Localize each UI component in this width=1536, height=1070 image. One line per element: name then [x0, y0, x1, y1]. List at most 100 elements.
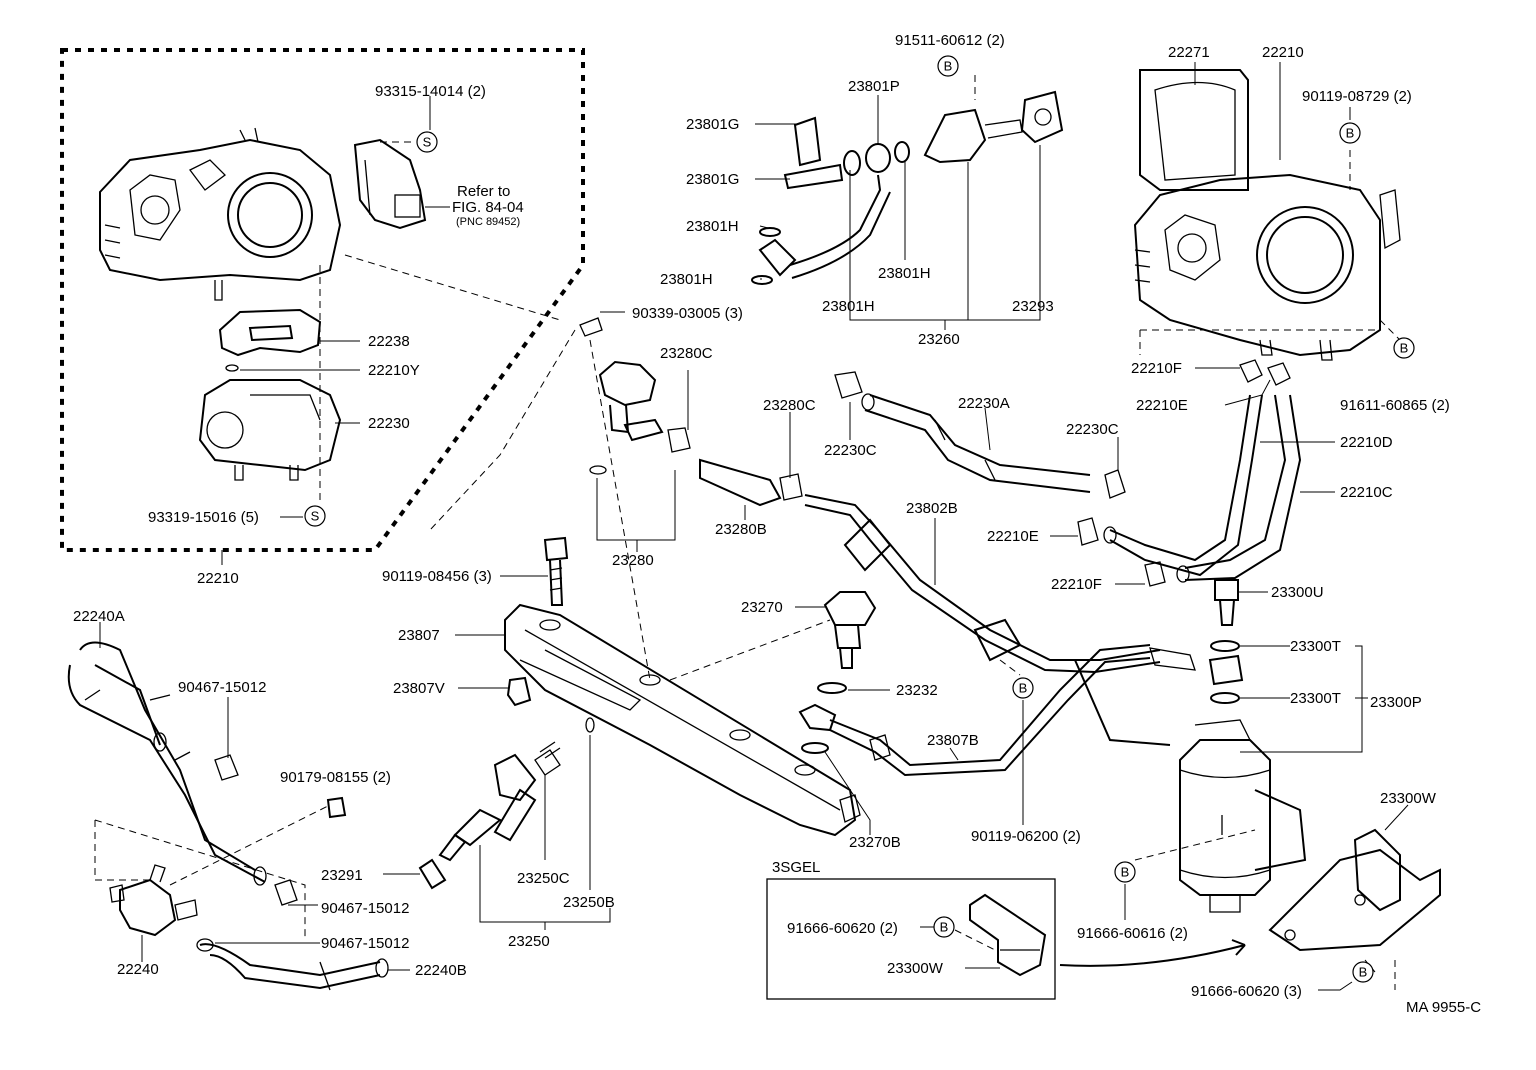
fuel-rail-23807-drawing — [504, 603, 861, 837]
label-23232: 23232 — [896, 682, 938, 699]
filter-fittings-drawing — [1208, 579, 1244, 704]
idle-valve-22230-drawing — [198, 379, 342, 481]
label-91611-60865: 91611-60865 (2) — [1340, 397, 1450, 414]
label-22271: 22271 — [1168, 44, 1210, 61]
label-22230A: 22230A — [958, 395, 1010, 412]
label-refer-to: Refer to — [457, 183, 510, 200]
align-line-c1 — [429, 329, 576, 531]
pressure-regulator-23280-drawing — [589, 360, 664, 475]
label-23802B: 23802B — [906, 500, 958, 517]
label-23807B: 23807B — [927, 732, 979, 749]
label-23801H-c: 23801H — [878, 265, 931, 282]
label-91666-60616: 91666-60616 (2) — [1077, 925, 1188, 942]
label-23291: 23291 — [321, 867, 363, 884]
label-23801H-b: 23801H — [660, 271, 713, 288]
label-23300P: 23300P — [1370, 694, 1422, 711]
label-90119-06200: 90119-06200 (2) — [971, 828, 1081, 845]
throttle-sensor-drawing — [353, 138, 427, 230]
washer-23232-drawing — [817, 682, 847, 694]
label-23260: 23260 — [918, 331, 960, 348]
marker-b-text-5: B — [1121, 865, 1130, 880]
marker-b-text-3: B — [1400, 341, 1409, 356]
marker-b-text-4: B — [1019, 681, 1028, 696]
marker-s-2 — [304, 505, 326, 527]
label-ma-9955-c: MA 9955-C — [1406, 999, 1481, 1016]
label-23801H-a: 23801H — [686, 218, 739, 235]
label-93319-15016: 93319-15016 (5) — [148, 509, 259, 526]
label-23280C-b: 23280C — [763, 397, 816, 414]
label-90467-15012-a: 90467-15012 — [178, 679, 266, 696]
grommet-23807V-drawing — [506, 676, 532, 707]
marker-b-text-7: B — [940, 920, 949, 935]
label-22210D: 22210D — [1340, 434, 1393, 451]
label-22210Y: 22210Y — [368, 362, 420, 379]
label-22210C: 22210C — [1340, 484, 1393, 501]
hose-22230A-drawing — [834, 371, 1126, 499]
label-22240A: 22240A — [73, 608, 125, 625]
label-23801G-b: 23801G — [686, 171, 739, 188]
label-23250C: 23250C — [517, 870, 570, 887]
marker-b-1 — [937, 55, 959, 77]
label-23300T-b: 23300T — [1290, 690, 1341, 707]
label-23300W-a: 23300W — [887, 960, 944, 977]
clamp-23280C-b — [779, 473, 803, 501]
label-23801P: 23801P — [848, 78, 900, 95]
marker-b-5 — [1114, 861, 1136, 883]
label-fig-84-04: FIG. 84-04 — [452, 199, 524, 216]
assembly-boundary-22210 — [60, 48, 585, 552]
label-91666-60620-b: 91666-60620 (3) — [1191, 983, 1302, 1000]
o-ring-22210Y-drawing — [225, 364, 239, 372]
align-line-s1 — [954, 929, 996, 951]
align-line-l1 — [94, 820, 150, 881]
hose-22240A-drawing — [67, 641, 267, 886]
hose-23280B-drawing — [699, 458, 782, 507]
align-line-r4 — [1379, 319, 1401, 341]
arrow-to-bracket — [1059, 944, 1246, 967]
label-22210E-a: 22210E — [1136, 397, 1188, 414]
clamp-23280C-a — [667, 427, 691, 453]
o-ring-23250B-drawing — [585, 717, 595, 733]
injector-23250-drawing — [438, 741, 561, 862]
label-pnc: (PNC 89452) — [456, 216, 520, 228]
pipe-23807B-drawing — [798, 644, 1151, 777]
label-93315-14014: 93315-14014 (2) — [375, 83, 486, 100]
label-23280C-a: 23280C — [660, 345, 713, 362]
align-line-f1 — [1134, 829, 1256, 861]
grommet-90179-drawing — [326, 796, 347, 819]
label-91666-60620-a: 91666-60620 (2) — [787, 920, 898, 937]
bracket-23300W-drawing — [1268, 828, 1441, 952]
label-90119-08456: 90119-08456 (3) — [382, 568, 492, 585]
align-line-l2 — [94, 819, 306, 940]
label-22240: 22240 — [117, 961, 159, 978]
marker-b-text-1: B — [944, 59, 953, 74]
align-line-c2 — [589, 339, 651, 681]
pin-90339-drawing — [579, 317, 603, 337]
marker-s-text-1: S — [423, 135, 432, 150]
throttle-body-drawing — [99, 127, 342, 301]
label-22210-right: 22210 — [1262, 44, 1304, 61]
hose-22240B-drawing — [196, 938, 389, 991]
align-line-l3 — [169, 804, 331, 886]
label-23300T-a: 23300T — [1290, 638, 1341, 655]
marker-b-text-6: B — [1359, 965, 1368, 980]
label-90467-15012-c: 90467-15012 — [321, 935, 409, 952]
label-22210F-b: 22210F — [1051, 576, 1102, 593]
label-22230C-a: 22230C — [824, 442, 877, 459]
label-22238: 22238 — [368, 333, 410, 350]
label-3sgel: 3SGEL — [772, 859, 820, 876]
label-23807V: 23807V — [393, 680, 445, 697]
label-23300W-b: 23300W — [1380, 790, 1437, 807]
label-23293: 23293 — [1012, 298, 1054, 315]
label-23270: 23270 — [741, 599, 783, 616]
banjo-fittings-drawing — [751, 116, 910, 285]
label-22210E-b: 22210E — [987, 528, 1039, 545]
fuel-filter-drawing — [1179, 719, 1307, 913]
label-90179-08155: 90179-08155 (2) — [280, 769, 391, 786]
label-22210F-a: 22210F — [1131, 360, 1182, 377]
grommet-23291-drawing — [418, 858, 447, 890]
bracket-3sgel-drawing — [969, 893, 1047, 977]
marker-s-1 — [416, 131, 438, 153]
vacuum-sensor-23260-drawing — [923, 90, 1064, 164]
label-23801G-a: 23801G — [686, 116, 739, 133]
